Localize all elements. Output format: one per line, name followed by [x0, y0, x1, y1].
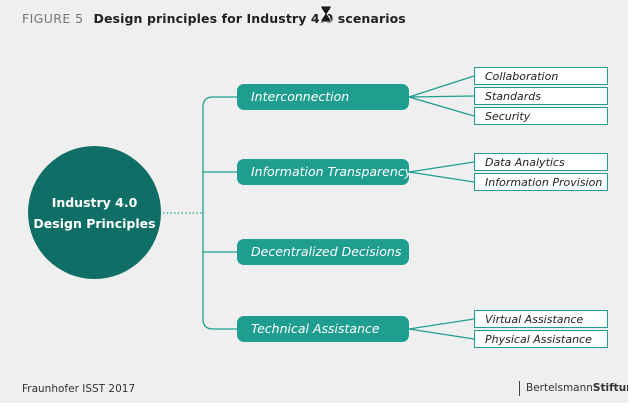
principle-decentralized-decisions: Decentralized Decisions	[237, 239, 409, 265]
hub-line-1: Industry 4.0	[51, 194, 138, 210]
link-interconnection-standards	[408, 95, 475, 98]
hourglass-cursor-icon	[320, 5, 332, 23]
hub-circle: Industry 4.0 Design Principles	[28, 146, 161, 279]
sub-security: Security	[474, 107, 608, 125]
principle-information-transparency: Information Transparency	[237, 159, 409, 185]
link-assistance-physical	[408, 328, 475, 340]
principle-interconnection: Interconnection	[237, 84, 409, 110]
sub-collaboration: Collaboration	[474, 67, 608, 85]
connector-lines	[163, 75, 475, 340]
link-interconnection-collaboration	[408, 75, 475, 98]
source-credit: Fraunhofer ISST 2017	[22, 383, 136, 395]
sub-standards: Standards	[474, 87, 608, 105]
brand-regular: Bertelsmann	[526, 382, 593, 394]
tree-spine	[202, 96, 237, 330]
link-transparency-provision	[408, 171, 475, 183]
page-margin	[628, 0, 640, 408]
hub-line-2: Design Principles	[33, 215, 156, 231]
link-assistance-virtual	[408, 318, 475, 330]
figure-number: FIGURE 5	[22, 11, 84, 26]
brand-logo: BertelsmannStiftung	[519, 381, 640, 396]
link-transparency-analytics	[408, 161, 475, 173]
sub-data-analytics: Data Analytics	[474, 153, 608, 171]
link-interconnection-security	[408, 96, 475, 117]
sub-virtual-assistance: Virtual Assistance	[474, 310, 608, 328]
sub-physical-assistance: Physical Assistance	[474, 330, 608, 348]
principle-technical-assistance: Technical Assistance	[237, 316, 409, 342]
sub-information-provision: Information Provision	[474, 173, 608, 191]
